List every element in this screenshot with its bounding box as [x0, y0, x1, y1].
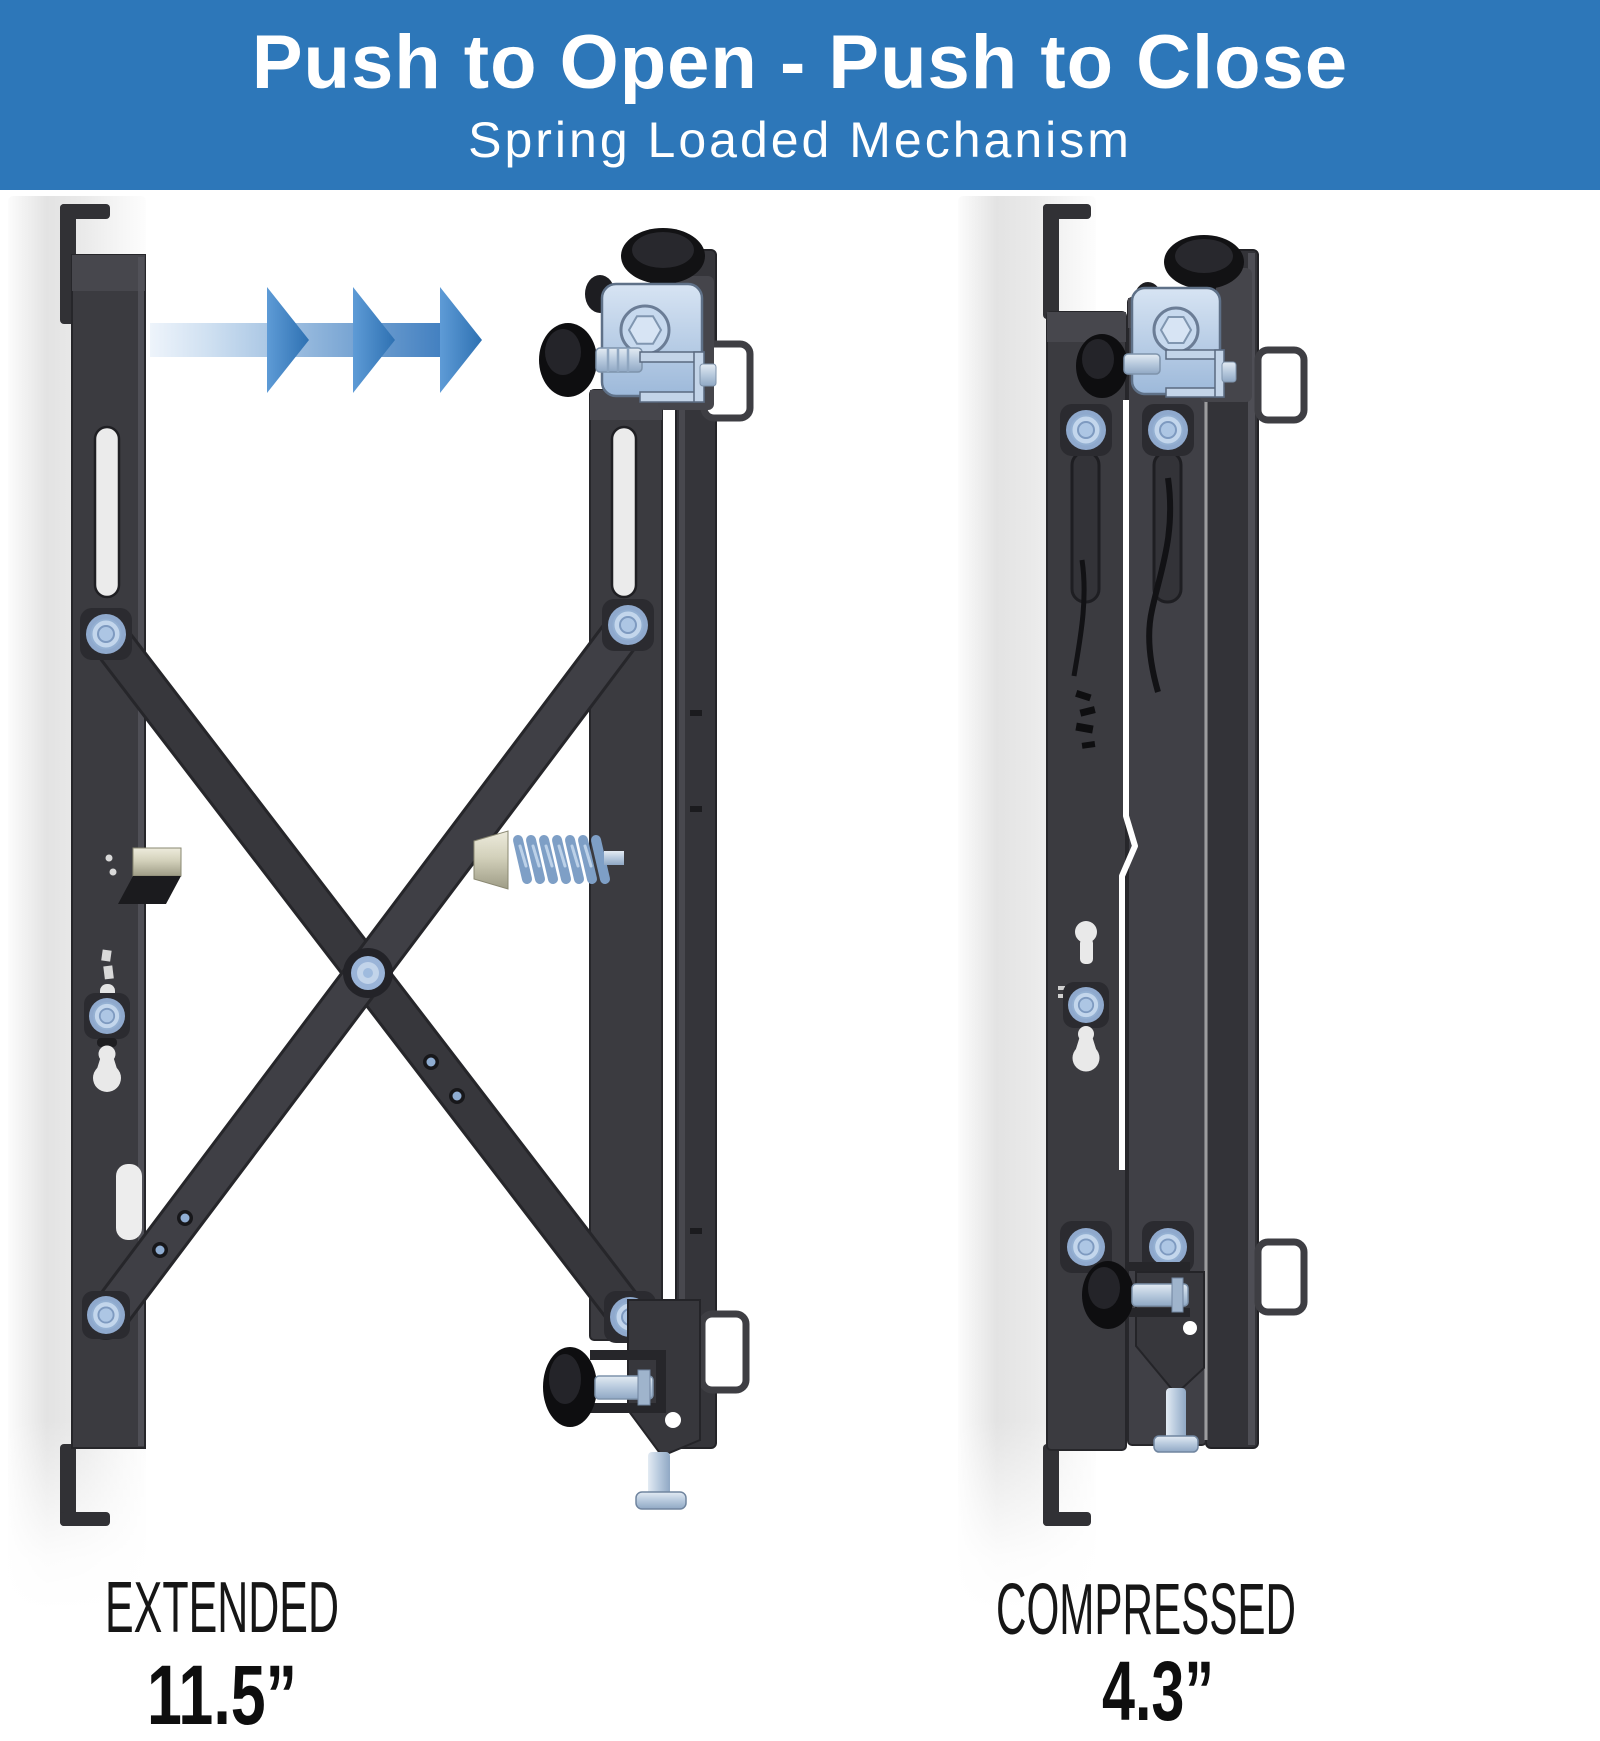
arm-bolts — [152, 1054, 465, 1258]
page-title: Push to Open - Push to Close — [251, 20, 1349, 105]
keyhole-dogbone — [1072, 1026, 1100, 1072]
wall-plate-bottom-hook — [1043, 1444, 1091, 1526]
compressed-plate-stack — [1046, 249, 1259, 1451]
push-direction-arrows-icon — [150, 287, 482, 393]
spring — [473, 830, 624, 890]
spacer-clip-bottom — [698, 1310, 750, 1394]
top-tension-assembly — [539, 228, 717, 410]
page-subtitle: Spring Loaded Mechanism — [468, 112, 1132, 168]
keyhole-dogbone — [93, 1045, 121, 1092]
extended-figure — [8, 196, 754, 1612]
mount-diagram: EXTENDED 11.5” COMPRESSED 4.3” — [8, 196, 1308, 1741]
wall-rail-keyhole-screw — [1058, 921, 1109, 1072]
compressed-figure — [958, 196, 1308, 1612]
latch-release — [105, 847, 182, 904]
header-banner: Push to Open - Push to Close Spring Load… — [0, 0, 1600, 190]
bottom-tension-assembly — [543, 1299, 701, 1510]
folded-arm-edge — [1071, 559, 1087, 677]
wall-plate-bottom-hook — [60, 1444, 110, 1526]
compressed-label: COMPRESSED — [996, 1570, 1296, 1650]
knob-shaft — [1123, 353, 1161, 375]
spacer-clip-top — [1254, 346, 1308, 424]
c-clamp — [639, 351, 705, 403]
plate-gap — [1119, 400, 1138, 1170]
center-pivot — [343, 948, 393, 998]
c-clamp — [590, 1350, 666, 1413]
tv-plate-slot — [610, 425, 638, 599]
wall-rail-slot — [93, 425, 121, 599]
c-clamp — [1165, 349, 1225, 398]
wall-rail-keyhole-screw — [84, 993, 130, 1092]
adjustment-slots — [1070, 450, 1183, 749]
leveling-bolt — [648, 1452, 670, 1498]
upper-screws — [1060, 404, 1194, 456]
compressed-value: 4.3” — [1102, 1644, 1214, 1738]
folded-arm-edge — [1146, 477, 1174, 693]
extended-value: 11.5” — [147, 1648, 297, 1741]
lower-screws — [1060, 1221, 1194, 1273]
wall-plate-top-hook — [1043, 204, 1091, 319]
spacer-clip-bottom — [1254, 1238, 1308, 1316]
bottom-tension-assembly — [1082, 1261, 1205, 1453]
top-tension-assembly — [1076, 235, 1252, 402]
wall-rail-notch — [116, 1164, 142, 1240]
extended-label: EXTENDED — [105, 1568, 339, 1648]
leveling-bolt — [1166, 1388, 1186, 1440]
tv-rail — [675, 249, 717, 1449]
slot-tick-marks — [1075, 689, 1096, 749]
